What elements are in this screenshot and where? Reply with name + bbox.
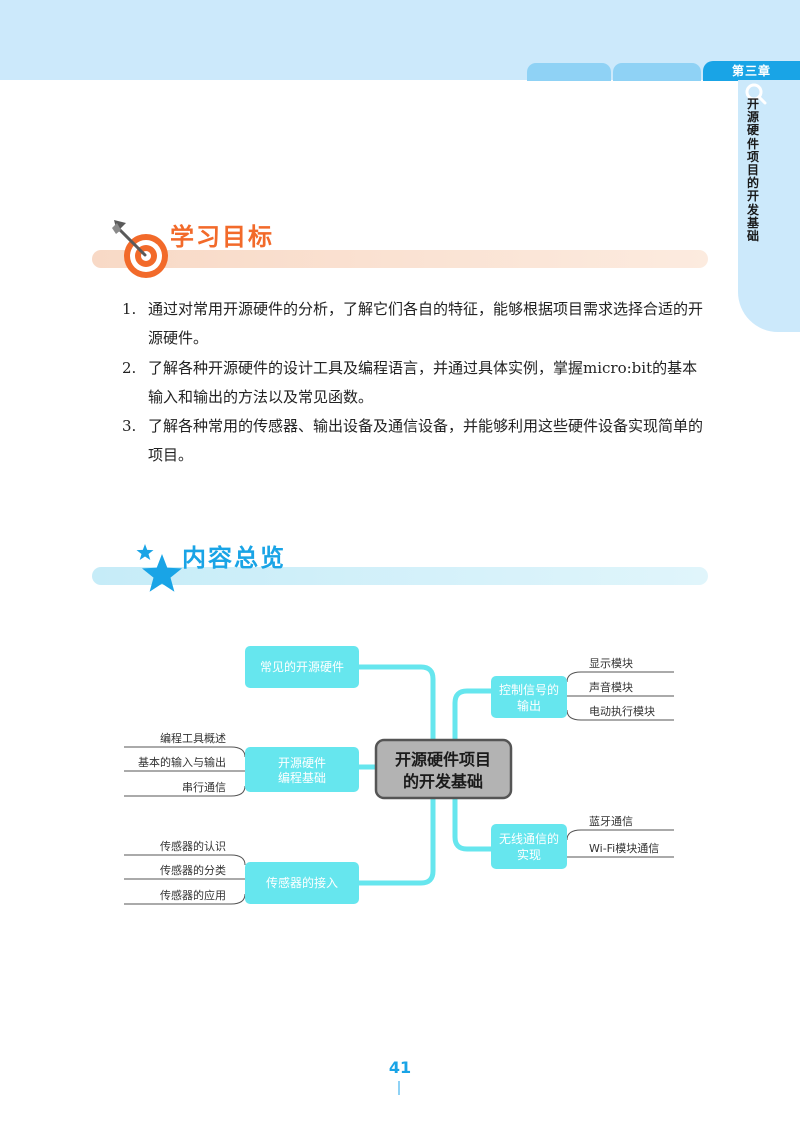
mindmap-branch-label: 传感器的接入 xyxy=(266,875,338,890)
mindmap-branch-box xyxy=(245,646,359,688)
mindmap-leaf-label: 基本的输入与输出 xyxy=(138,755,226,769)
leaf-underline xyxy=(566,709,674,721)
overview-section-bar xyxy=(92,567,708,585)
mindmap-branch-box xyxy=(245,747,359,792)
mindmap-leaf-lines xyxy=(124,671,674,905)
mindmap-branch-label: 实现 xyxy=(517,847,541,862)
magnifier-icon xyxy=(745,83,767,105)
goal-number: 2. xyxy=(122,359,137,377)
mindmap-leaf-label: 显示模块 xyxy=(589,657,633,670)
mindmap-leaf-label: 串行通信 xyxy=(182,781,226,794)
side-chapter-title: 开源硬件项目的开发基础 xyxy=(746,97,759,244)
overview-title: 内容总览 xyxy=(182,544,286,572)
page-number: 41 xyxy=(388,1058,412,1077)
mindmap-branch-label: 开源硬件 xyxy=(278,756,326,770)
mindmap-branch-box xyxy=(491,824,567,869)
leaf-underline xyxy=(124,785,246,797)
mindmap: 常见的开源硬件 开源硬件 编程基础 传感器的接入 控制信号的 输出 无线通信的 … xyxy=(124,646,674,905)
mindmap-center-label: 开源硬件项目 xyxy=(395,750,491,769)
mindmap-leaf-label: 声音模块 xyxy=(589,680,633,694)
star-icon xyxy=(136,544,182,592)
mindmap-branch-boxes xyxy=(245,646,567,904)
side-panel xyxy=(738,80,800,332)
mindmap-branch-box xyxy=(491,676,567,718)
mindmap-leaf-label: 传感器的应用 xyxy=(160,888,226,902)
leaf-underline xyxy=(124,893,246,905)
goal-number: 1. xyxy=(122,300,137,318)
mindmap-leaf-label: Wi-Fi模块通信 xyxy=(589,842,659,855)
mindmap-center-box xyxy=(374,738,513,800)
leaf-underline xyxy=(124,854,246,866)
mindmap-branch-label: 编程基础 xyxy=(278,770,326,785)
mindmap-branch-label: 输出 xyxy=(517,698,541,713)
leaf-underline xyxy=(566,829,674,841)
mindmap-branch-label: 常见的开源硬件 xyxy=(260,659,344,674)
mindmap-branch-box xyxy=(245,862,359,904)
mindmap-branch-label: 控制信号的 xyxy=(499,682,559,697)
goal-number: 3. xyxy=(122,417,137,435)
target-arrow-icon xyxy=(112,220,168,278)
goals-title: 学习目标 xyxy=(170,223,274,251)
header-tab xyxy=(613,63,701,81)
goal-item: 3. 了解各种常用的传感器、输出设备及通信设备，并能够利用这些硬件设备实现简单的… xyxy=(122,412,712,470)
mindmap-branch-label: 无线通信的 xyxy=(499,831,559,846)
mindmap-leaf-label: 传感器的认识 xyxy=(160,839,226,853)
chapter-tab: 第三章 xyxy=(703,61,800,81)
goal-text: 了解各种常用的传感器、输出设备及通信设备，并能够利用这些硬件设备实现简单的项目。 xyxy=(148,417,704,464)
leaf-underline xyxy=(124,746,246,758)
goal-item: 1. 通过对常用开源硬件的分析，了解它们各自的特征，能够根据项目需求选择合适的开… xyxy=(122,295,712,353)
goal-item: 2. 了解各种开源硬件的设计工具及编程语言，并通过具体实例，掌握micro:bi… xyxy=(122,354,712,412)
mindmap-leaf-label: 编程工具概述 xyxy=(160,731,226,745)
mindmap-leaf-label: 蓝牙通信 xyxy=(589,815,633,828)
mindmap-leaf-label: 传感器的分类 xyxy=(160,863,226,877)
mindmap-center-label: 的开发基础 xyxy=(403,772,483,791)
goals-section-bar xyxy=(92,250,708,268)
mindmap-leaf-label: 电动执行模块 xyxy=(589,704,655,718)
goal-text: 通过对常用开源硬件的分析，了解它们各自的特征，能够根据项目需求选择合适的开源硬件… xyxy=(148,300,704,347)
leaf-underline xyxy=(566,671,674,683)
header-tab xyxy=(527,63,611,81)
page-number-tick xyxy=(398,1081,400,1095)
goal-text: 了解各种开源硬件的设计工具及编程语言，并通过具体实例，掌握micro:bit的基… xyxy=(148,359,698,406)
